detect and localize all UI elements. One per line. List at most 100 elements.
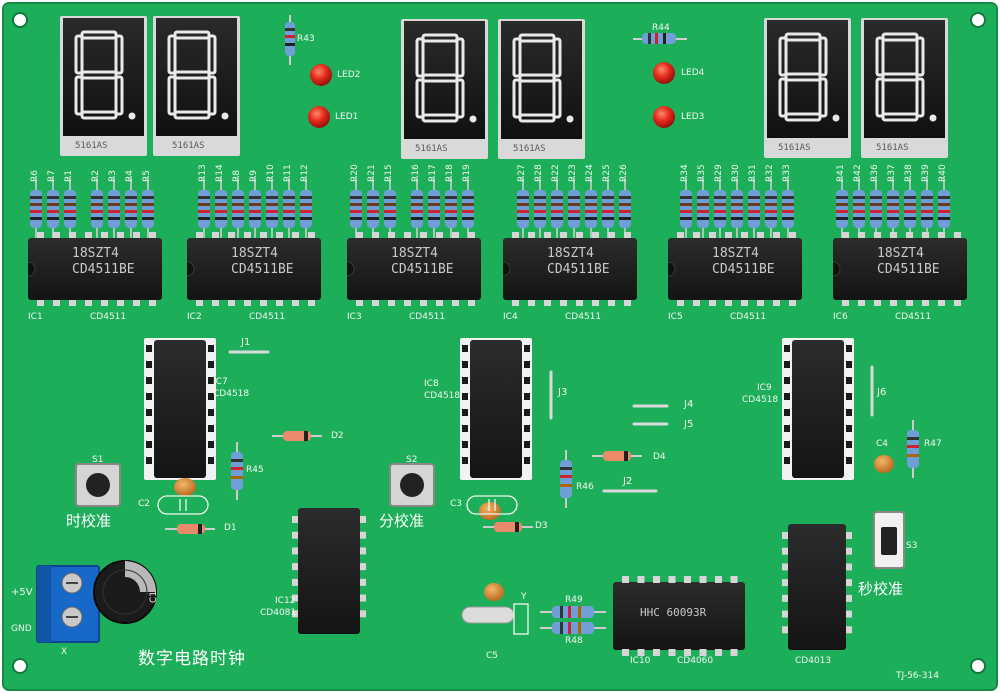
led1-label: LED1 (335, 112, 359, 122)
c5-label: C5 (486, 651, 499, 661)
resistor-label: R34 (680, 164, 690, 182)
ic10-ref: IC10 (630, 656, 651, 666)
resistor (350, 178, 362, 238)
j2-label: J2 (623, 476, 633, 487)
resistor-label: R16 (411, 164, 421, 182)
counter-chip (782, 338, 854, 480)
decoder-part: CD4511 (565, 312, 602, 322)
electrolytic-capacitor (93, 560, 157, 624)
diodes (165, 431, 642, 534)
resistor (249, 178, 261, 238)
resistor (782, 178, 794, 238)
decoder-marking-top: 18SZT4 (877, 246, 924, 261)
ic12-chip (292, 508, 366, 634)
resistor-label: R9 (249, 170, 259, 182)
r43-label: R43 (297, 34, 315, 44)
ic9-part: CD4518 (742, 395, 779, 405)
resistor (198, 178, 210, 238)
r46-label: R46 (576, 482, 594, 492)
resistor (853, 178, 865, 238)
resistor (551, 178, 563, 238)
led4-label: LED4 (681, 68, 705, 78)
led-group (308, 62, 675, 128)
decoder-ref: IC2 (187, 312, 202, 322)
d3-label: D3 (535, 521, 548, 531)
resistor (517, 178, 529, 238)
resistor (215, 178, 227, 238)
resistor-label: R7 (47, 170, 57, 182)
resistor-label: R35 (697, 164, 707, 182)
mounting-holes (12, 12, 986, 674)
resistor-label: R17 (428, 164, 438, 182)
connector-label: X (61, 647, 68, 657)
decoder-marking-bottom: CD4511BE (72, 262, 135, 277)
d2-label: D2 (331, 431, 344, 441)
resistor (836, 178, 848, 238)
j6-label: J6 (877, 387, 887, 398)
resistor (585, 178, 597, 238)
resistor (731, 178, 743, 238)
resistor-label: R18 (445, 164, 455, 182)
resistor-r43 (285, 15, 295, 65)
decoder-marking-bottom: CD4511BE (712, 262, 775, 277)
led (308, 106, 330, 128)
j4-label: J4 (684, 399, 694, 410)
jumpers (228, 350, 874, 493)
r48-label: R48 (565, 636, 583, 646)
crystal-label: Y (521, 592, 527, 602)
resistor-label: R33 (782, 164, 792, 182)
resistor (714, 178, 726, 238)
resistor (748, 178, 760, 238)
r44-label: R44 (652, 23, 670, 33)
resistor (445, 178, 457, 238)
resistor (765, 178, 777, 238)
resistor-label: R22 (551, 164, 561, 182)
decoder-ref: IC3 (347, 312, 362, 322)
resistor-label: R10 (266, 164, 276, 182)
ic10-marking: HHC 60093R (640, 606, 707, 619)
decoder-marking-bottom: CD4511BE (391, 262, 454, 277)
seven-segment-display (401, 19, 488, 159)
led (310, 64, 332, 86)
seven-segment-display (764, 18, 851, 158)
j3-label: J3 (558, 387, 568, 398)
resistor-label: R29 (714, 164, 724, 182)
resistor (108, 178, 120, 238)
resistor-label: R42 (853, 164, 863, 182)
ground-label: GND (11, 624, 32, 634)
decoder-part: CD4511 (90, 312, 127, 322)
resistor (232, 178, 244, 238)
decoder-part: CD4511 (249, 312, 286, 322)
resistor (367, 178, 379, 238)
resistor-label: R30 (731, 164, 741, 182)
switch-s1 (75, 463, 121, 507)
led (653, 106, 675, 128)
resistor-label: R2 (91, 170, 101, 182)
resistor (602, 178, 614, 238)
r45-label: R45 (246, 465, 264, 475)
resistor (411, 178, 423, 238)
resistor (91, 178, 103, 238)
resistor (568, 178, 580, 238)
led2-label: LED2 (337, 70, 361, 80)
s3-ref: S3 (906, 541, 918, 551)
resistor-label: R19 (462, 164, 472, 182)
switch-s3 (873, 511, 905, 569)
ic8-ref: IC8 (424, 379, 439, 389)
resistor-label: R14 (215, 164, 225, 182)
power-terminal (36, 565, 100, 643)
j5-label: J5 (684, 419, 694, 430)
display-6-part: 5161AS (876, 143, 909, 153)
c4-label: C4 (876, 439, 889, 449)
resistor (904, 178, 916, 238)
decoder-chip (27, 232, 162, 306)
decoder-marking-top: 18SZT4 (231, 246, 278, 261)
resistor (30, 178, 42, 238)
decoder-chip (502, 232, 637, 306)
decoder-ref: IC5 (668, 312, 683, 322)
board-title: 数字电路时钟 (138, 649, 246, 669)
display-4-part: 5161AS (513, 144, 546, 154)
decoder-part: CD4511 (409, 312, 446, 322)
display-2-part: 5161AS (172, 141, 205, 151)
resistor-label: R36 (870, 164, 880, 182)
